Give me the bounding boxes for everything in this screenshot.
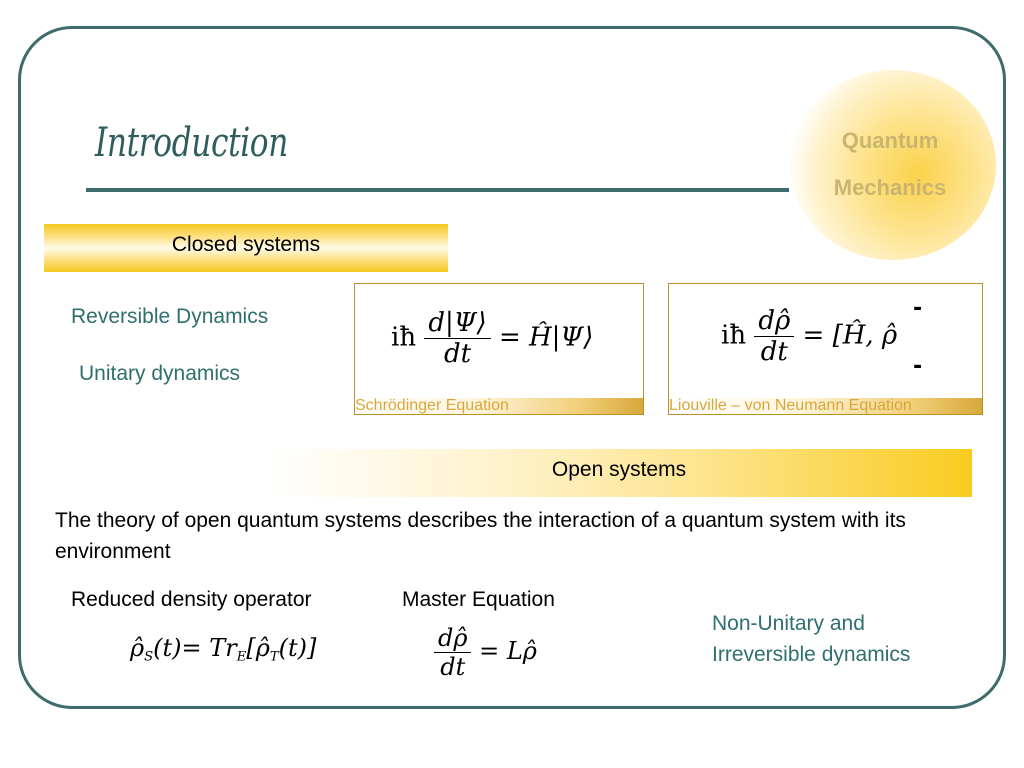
master-denominator: dt [434, 652, 472, 681]
master-equation: dρ̂ dt = Lρ̂ [434, 624, 537, 681]
reduced-trace-sub: E [236, 649, 247, 665]
liouville-numerator: dρ̂ [758, 306, 791, 336]
reduced-trace: = Tr [181, 634, 237, 662]
master-rhs: = Lρ̂ [479, 637, 537, 665]
reduced-density-label: Reduced density operator [71, 588, 312, 611]
corner-label-line2: Mechanics [833, 175, 947, 200]
schrodinger-numerator: d|Ψ⟩ [428, 308, 487, 338]
schrodinger-rhs: = Ĥ|Ψ⟩ [498, 322, 594, 353]
liouville-dash-top: - [913, 296, 923, 321]
schrodinger-fraction: d|Ψ⟩ dt [424, 308, 491, 369]
title-underline [86, 188, 789, 192]
reduced-rhs-close: (t)] [278, 634, 317, 662]
reduced-lhs: ρ̂ [130, 634, 145, 662]
reduced-rhs-sub: T [269, 649, 279, 665]
reduced-lhs-arg: (t) [153, 634, 182, 662]
master-numerator: dρ̂ [438, 624, 468, 652]
slide-title: Introduction [95, 120, 288, 166]
schrodinger-prefix: iħ [391, 322, 417, 353]
schrodinger-equation: iħ d|Ψ⟩ dt = Ĥ|Ψ⟩ [391, 308, 593, 369]
reduced-density-equation: ρ̂S(t)= TrE[ρ̂T(t)] [130, 634, 316, 665]
open-systems-heading: Open systems [266, 449, 972, 497]
master-fraction: dρ̂ dt [434, 624, 472, 681]
schrodinger-equation-box: iħ d|Ψ⟩ dt = Ĥ|Ψ⟩ Schrödinger Equation [354, 283, 644, 415]
liouville-caption: Liouville – von Neumann Equation [669, 398, 982, 414]
non-unitary-label: Non-Unitary and [712, 612, 865, 635]
reversible-dynamics-label: Reversible Dynamics [71, 305, 269, 328]
reduced-lhs-sub: S [144, 649, 154, 665]
liouville-fraction: dρ̂ dt [754, 306, 795, 367]
schrodinger-denominator: dt [424, 338, 491, 369]
open-systems-description: The theory of open quantum systems descr… [55, 509, 906, 563]
schrodinger-caption: Schrödinger Equation [355, 398, 643, 414]
reduced-rhs-open: [ρ̂ [246, 634, 270, 662]
irreversible-dynamics-label: Irreversible dynamics [712, 643, 911, 666]
liouville-equation-box: iħ dρ̂ dt = [Ĥ, ρ̂ - - Liouville – von N… [668, 283, 983, 415]
liouville-rhs: = [Ĥ, ρ̂ [802, 320, 898, 351]
liouville-dash-bottom: - [913, 354, 923, 379]
unitary-dynamics-label: Unitary dynamics [79, 362, 241, 385]
liouville-prefix: iħ [721, 320, 747, 351]
closed-systems-heading: Closed systems [44, 224, 448, 272]
corner-glow [790, 70, 996, 260]
master-equation-label: Master Equation [402, 588, 555, 611]
liouville-equation: iħ dρ̂ dt = [Ĥ, ρ̂ [721, 306, 897, 367]
liouville-denominator: dt [754, 336, 795, 367]
corner-label-line1: Quantum [841, 128, 939, 153]
slide-frame [18, 26, 1006, 709]
